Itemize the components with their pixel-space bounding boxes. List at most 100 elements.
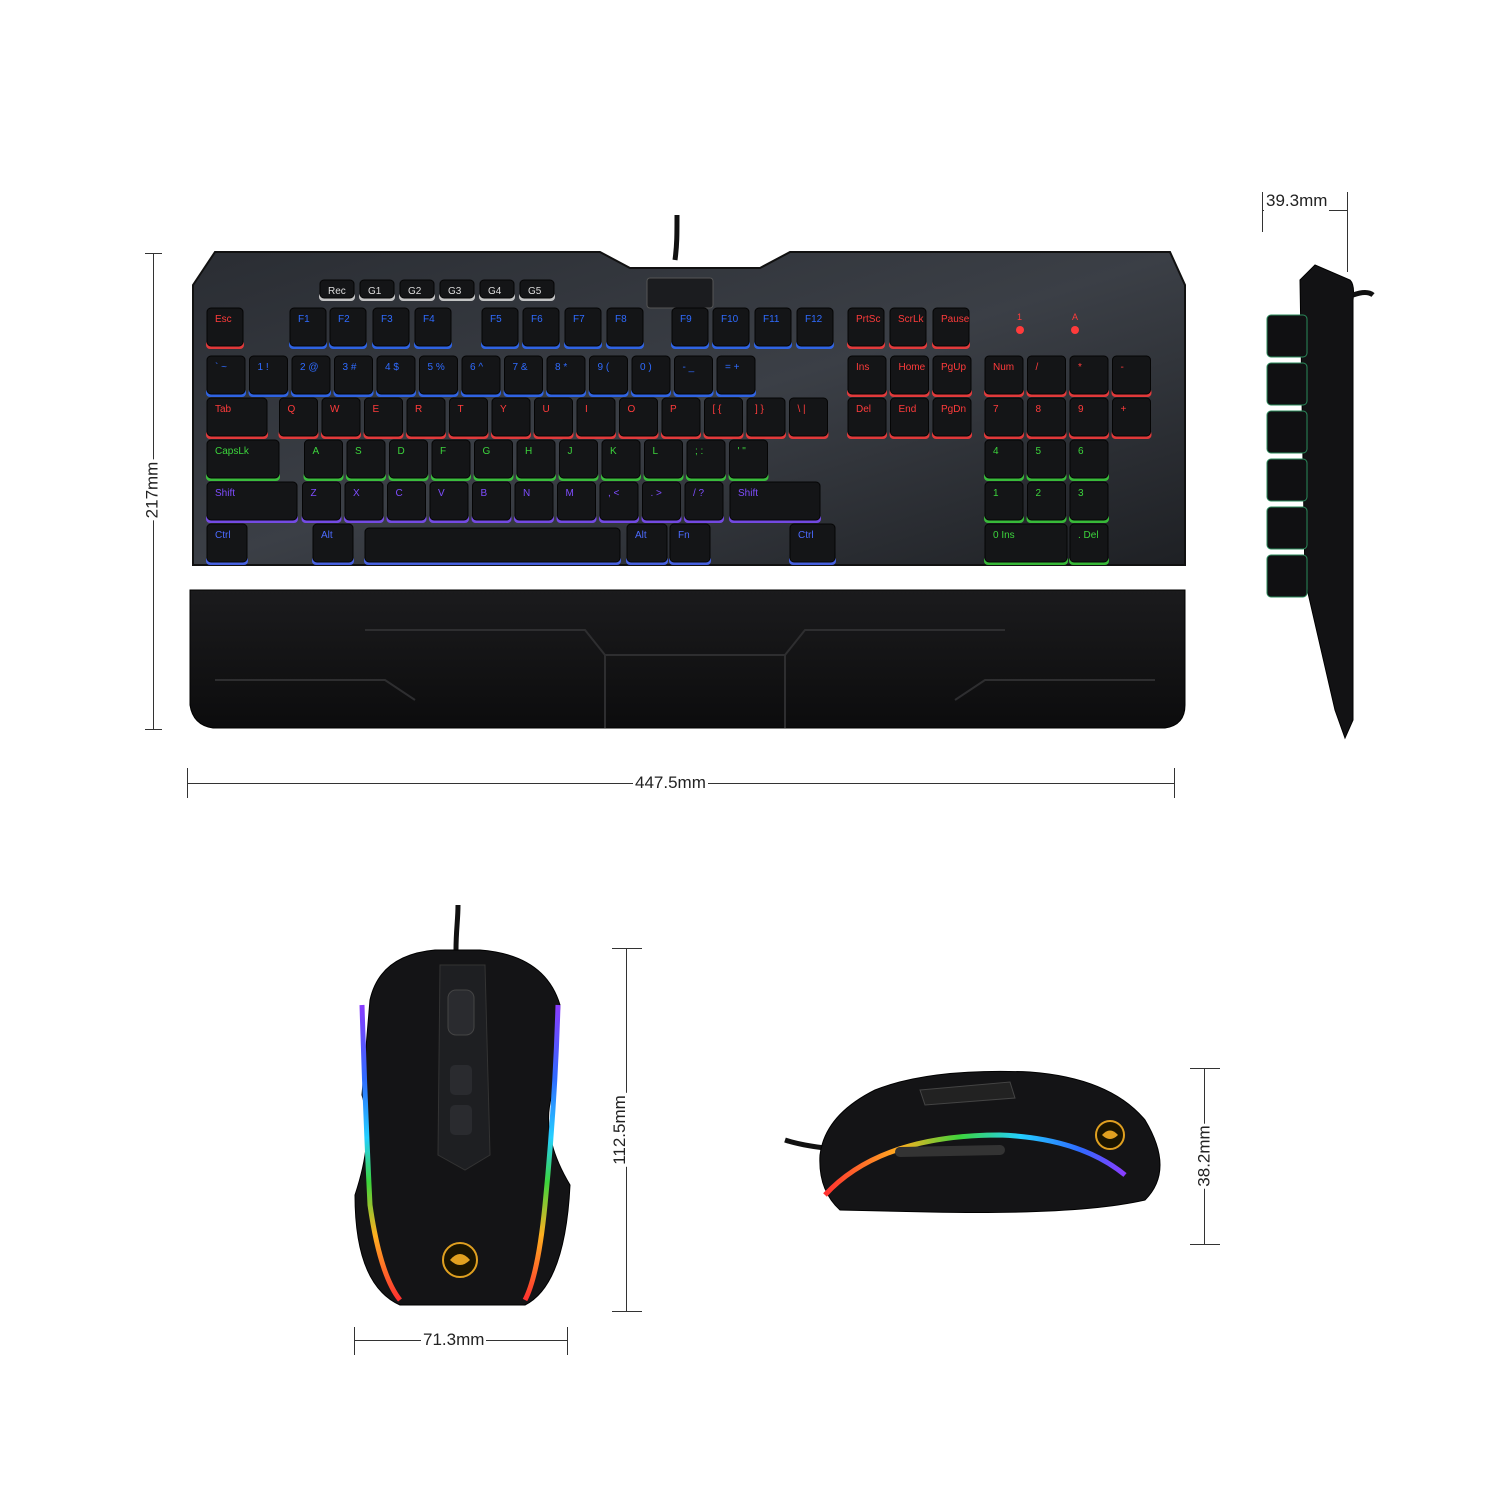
key-label: -	[1121, 362, 1124, 373]
key-label: B	[481, 488, 488, 499]
nav-key: Del	[847, 397, 887, 439]
letter-key: Y	[491, 397, 531, 439]
letter-key: \ |	[788, 397, 829, 439]
key-label: Tab	[215, 404, 232, 415]
key-label: Alt	[321, 530, 333, 541]
side-keycap	[1266, 362, 1308, 406]
letter-key: W	[321, 397, 361, 439]
function-key: PrtSc	[847, 307, 885, 349]
key-label: F11	[763, 314, 780, 325]
key-label: G	[483, 446, 491, 457]
letter-key: L	[643, 439, 684, 481]
function-key: F1	[289, 307, 327, 349]
key-label: 4 $	[385, 362, 399, 373]
key-label: M	[566, 488, 574, 499]
spacebar-key	[364, 527, 621, 565]
indicator-label: A	[1072, 312, 1078, 322]
indicator-led	[1016, 326, 1024, 334]
numpad-key: 6	[1069, 439, 1109, 481]
key-label: +	[1121, 404, 1127, 415]
macro-key: G1	[359, 279, 395, 301]
numpad-key: Num	[984, 355, 1024, 397]
letter-key: [ {	[703, 397, 744, 439]
keyboard-depth-label: 217mm	[142, 459, 163, 521]
numpad-key: 0 Ins	[984, 523, 1068, 565]
nav-key: Ins	[847, 355, 887, 397]
letter-key: / ?	[684, 481, 724, 523]
key-label: R	[415, 404, 422, 415]
key-label: U	[543, 404, 550, 415]
key-label: P	[670, 404, 677, 415]
numpad-key: 3	[1069, 481, 1109, 523]
key-label: . >	[651, 488, 663, 499]
mouse-top-view	[354, 904, 571, 1306]
key-label: 5 %	[428, 362, 445, 373]
number-key: 9 (	[588, 355, 629, 397]
numpad-key: *	[1069, 355, 1109, 397]
key-label: F7	[573, 314, 585, 325]
number-key: 1 !	[248, 355, 289, 397]
function-key: F4	[414, 307, 452, 349]
key-label: [ {	[713, 404, 723, 415]
key-label: F10	[721, 314, 739, 325]
letter-key: Shift	[729, 481, 821, 523]
key-label: ScrLk	[898, 314, 925, 325]
key-label: N	[523, 488, 530, 499]
function-key: Esc	[206, 307, 244, 349]
key-label: V	[438, 488, 445, 499]
mouse-width-tick-left	[354, 1327, 355, 1355]
key-label: F8	[615, 314, 627, 325]
key-label: A	[313, 446, 320, 457]
key-label: F4	[423, 314, 435, 325]
number-key: 3 #	[333, 355, 374, 397]
mouse-side-view-wrap	[780, 1060, 1180, 1230]
mouse-height-label: 38.2mm	[1194, 1123, 1215, 1189]
key-label: 6	[1078, 446, 1084, 457]
key-label: . Del	[1078, 530, 1099, 541]
key-label: C	[396, 488, 403, 499]
keyboard-height-label: 39.3mm	[1264, 191, 1330, 211]
key-label: G5	[528, 286, 542, 297]
letter-key: A	[303, 439, 344, 481]
keyboard-side-view	[1266, 264, 1375, 740]
key-label: O	[628, 404, 636, 415]
key-label: 5	[1036, 446, 1042, 457]
numpad-key: 9	[1069, 397, 1109, 439]
key-label: 9 (	[598, 362, 610, 373]
function-key: F9	[671, 307, 709, 349]
key-label: Del	[856, 404, 871, 415]
key-label: CapsLk	[215, 446, 250, 457]
key-label: 2 @	[300, 362, 319, 373]
key-label: Ins	[856, 362, 869, 373]
depth-tick-bottom	[145, 729, 162, 730]
key-label: G4	[488, 286, 502, 297]
keyboard-width-label: 447.5mm	[633, 773, 708, 793]
key-label: G1	[368, 286, 382, 297]
macro-key: G4	[479, 279, 515, 301]
key-label: ; :	[695, 446, 703, 457]
key-label: Num	[993, 362, 1014, 373]
key-label: PgDn	[941, 404, 966, 415]
letter-key: U	[533, 397, 574, 439]
key-label: G3	[448, 286, 462, 297]
key-label: D	[398, 446, 405, 457]
numpad-key: 2	[1026, 481, 1067, 523]
key-label: F	[440, 446, 446, 457]
function-key: F7	[564, 307, 602, 349]
number-key: = +	[716, 355, 756, 397]
key-label: 3	[1078, 488, 1084, 499]
key-label: 7 &	[513, 362, 528, 373]
key-label: F5	[490, 314, 502, 325]
key-label: PrtSc	[856, 314, 880, 325]
function-key: F6	[522, 307, 560, 349]
numpad-key: 5	[1026, 439, 1067, 481]
side-keycap	[1266, 314, 1308, 358]
mouse-height-tick-bottom	[1190, 1244, 1220, 1245]
key-label: PgUp	[941, 362, 966, 373]
key-label: 9	[1078, 404, 1084, 415]
number-key: ` ~	[206, 355, 246, 397]
macro-key: G3	[439, 279, 475, 301]
indicator-led	[1071, 326, 1079, 334]
letter-key: Z	[301, 481, 342, 523]
